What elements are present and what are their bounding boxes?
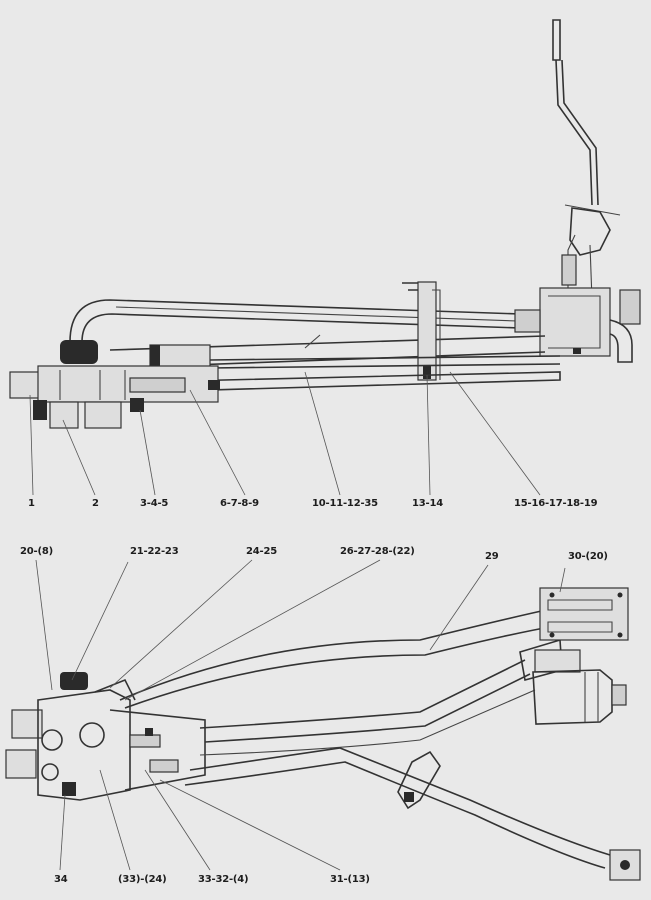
mounting-bracket bbox=[402, 281, 441, 381]
label-31-13: 31-(13) bbox=[330, 874, 370, 885]
label-21-22-23: 21-22-23 bbox=[130, 546, 179, 557]
label-30-20: 30-(20) bbox=[568, 551, 608, 562]
end-fitting bbox=[609, 849, 641, 881]
label-24-25: 24-25 bbox=[246, 546, 277, 557]
label-26-27-28-22: 26-27-28-(22) bbox=[340, 546, 415, 557]
label-29: 29 bbox=[485, 551, 499, 562]
bottom-plan-view bbox=[5, 559, 641, 881]
top-side-view bbox=[9, 19, 641, 496]
label-33-24: (33)-(24) bbox=[118, 874, 167, 885]
label-20-8: 20-(8) bbox=[20, 546, 53, 557]
upper-tubes bbox=[69, 299, 546, 369]
top-leader-lines bbox=[29, 371, 541, 496]
label-34: 34 bbox=[54, 874, 68, 885]
lower-bracket bbox=[397, 750, 441, 810]
bottom-leader-lines bbox=[35, 559, 566, 871]
valve-body bbox=[5, 672, 206, 801]
label-33-32-4: 33-32-(4) bbox=[198, 874, 249, 885]
label-6-7-8-9: 6-7-8-9 bbox=[220, 498, 259, 509]
valve-block bbox=[9, 340, 220, 429]
label-13-14: 13-14 bbox=[412, 498, 443, 509]
mounting-plate bbox=[539, 587, 629, 641]
label-3-4-5: 3-4-5 bbox=[140, 498, 169, 509]
label-1: 1 bbox=[28, 498, 35, 509]
label-10-11-12-35: 10-11-12-35 bbox=[312, 498, 378, 509]
label-15-16-17-18-19: 15-16-17-18-19 bbox=[514, 498, 598, 509]
right-motor bbox=[532, 649, 627, 725]
hoses bbox=[119, 607, 611, 869]
right-housing bbox=[539, 287, 641, 363]
control-lever bbox=[552, 19, 621, 331]
label-2: 2 bbox=[92, 498, 99, 509]
